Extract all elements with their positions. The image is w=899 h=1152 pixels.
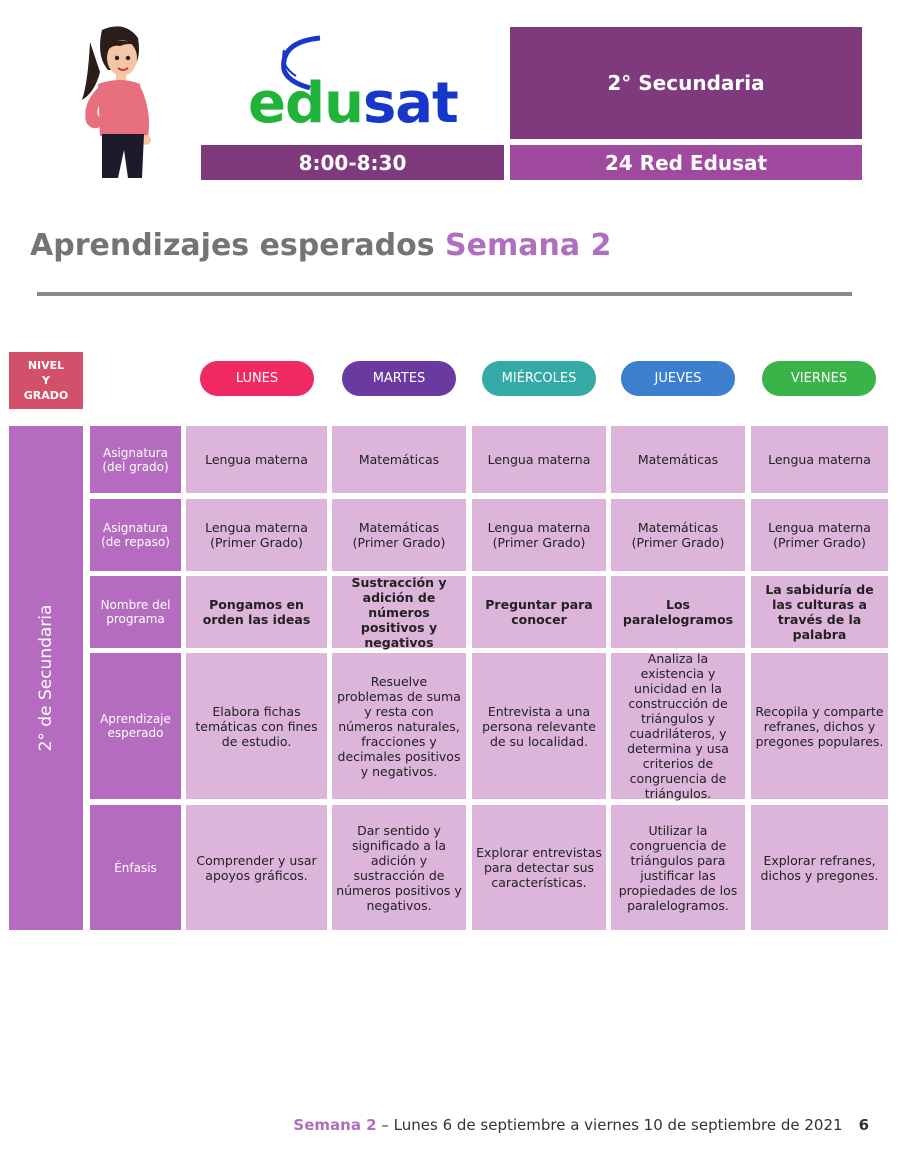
table-cell: Matemáticas (Primer Grado) bbox=[332, 499, 466, 571]
cell-text: Lengua materna (Primer Grado) bbox=[768, 520, 871, 550]
time-header: 8:00-8:30 bbox=[201, 145, 504, 180]
table-cell: Preguntar para conocer bbox=[472, 576, 606, 648]
day-header-0: LUNES bbox=[200, 361, 314, 396]
table-cell: Entrevista a una persona relevante de su… bbox=[472, 653, 606, 799]
cell-text: Lengua materna bbox=[205, 452, 308, 467]
table-cell: Sustracción y adición de números positiv… bbox=[332, 574, 466, 650]
table-cell: Matemáticas bbox=[611, 426, 745, 493]
table-cell: La sabiduría de las culturas a través de… bbox=[751, 576, 888, 648]
title-divider bbox=[37, 292, 852, 296]
table-cell: Pongamos en orden las ideas bbox=[186, 576, 327, 648]
table-cell: Lengua materna (Primer Grado) bbox=[186, 499, 327, 571]
edusat-wordmark: edusat bbox=[248, 76, 459, 132]
row-label-0: Asignatura (del grado) bbox=[90, 426, 181, 493]
table-cell: Dar sentido y significado a la adición y… bbox=[332, 805, 466, 930]
page-title: Aprendizajes esperados Semana 2 bbox=[30, 228, 611, 263]
cell-text: Matemáticas bbox=[358, 452, 440, 467]
cell-text: Utilizar la congruencia de triángulos pa… bbox=[618, 822, 738, 913]
row-label-text: Nombre del programa bbox=[100, 598, 171, 626]
cell-text: Dar sentido y significado a la adición y… bbox=[336, 822, 462, 913]
day-header-3: JUEVES bbox=[621, 361, 735, 396]
table-cell: Lengua materna (Primer Grado) bbox=[472, 499, 606, 571]
cell-text: Elabora fichas temáticas con fines de es… bbox=[195, 703, 318, 749]
table-cell: Lengua materna bbox=[751, 426, 888, 493]
row-label-text: Énfasis bbox=[114, 860, 157, 875]
cell-text: Resuelve problemas de suma y resta con n… bbox=[337, 673, 461, 779]
table-cell: Lengua materna bbox=[186, 426, 327, 493]
channel-header: 24 Red Edusat bbox=[510, 145, 862, 180]
cell-text: Matemáticas bbox=[637, 452, 719, 467]
row-label-text: Asignatura (de repaso) bbox=[101, 521, 170, 549]
level-column: 2° de Secundaria bbox=[9, 426, 83, 930]
row-label-4: Énfasis bbox=[90, 805, 181, 930]
title-accent: Semana 2 bbox=[445, 228, 612, 263]
cell-text: Matemáticas (Primer Grado) bbox=[352, 520, 446, 550]
logo-text-green: edu bbox=[248, 71, 364, 136]
table-cell: Matemáticas bbox=[332, 426, 466, 493]
cell-text: Recopila y comparte refranes, dichos y p… bbox=[755, 703, 884, 749]
girl-illustration bbox=[82, 26, 151, 178]
cell-text: Entrevista a una persona relevante de su… bbox=[482, 703, 596, 749]
footer: Semana 2 – Lunes 6 de septiembre a viern… bbox=[293, 1116, 869, 1134]
edusat-logo: edusat bbox=[240, 30, 460, 140]
table-cell: Analiza la existencia y unicidad en la c… bbox=[611, 651, 745, 801]
cell-text: Comprender y usar apoyos gráficos. bbox=[196, 852, 317, 883]
cell-text: Lengua materna bbox=[768, 452, 871, 467]
cell-text: La sabiduría de las culturas a través de… bbox=[765, 582, 874, 642]
day-header-4: VIERNES bbox=[762, 361, 876, 396]
table-cell: Matemáticas (Primer Grado) bbox=[611, 499, 745, 571]
row-label-3: Aprendizaje esperado bbox=[90, 653, 181, 799]
cell-text: Lengua materna (Primer Grado) bbox=[487, 520, 591, 550]
table-cell: Recopila y comparte refranes, dichos y p… bbox=[751, 653, 888, 799]
footer-range: – Lunes 6 de septiembre a viernes 10 de … bbox=[376, 1116, 843, 1134]
cell-text: Pongamos en orden las ideas bbox=[202, 597, 311, 627]
table-cell: Explorar refranes, dichos y pregones. bbox=[751, 805, 888, 930]
nivel-grado-label: NIVEL Y GRADO bbox=[9, 352, 83, 409]
table-cell: Lengua materna bbox=[472, 426, 606, 493]
table-cell: Los paralelogramos bbox=[611, 576, 745, 648]
table-cell: Utilizar la congruencia de triángulos pa… bbox=[611, 805, 745, 930]
nivel-grado-text: NIVEL Y GRADO bbox=[23, 359, 69, 402]
level-label: 2° de Secundaria bbox=[36, 604, 56, 752]
edusat-logo-swoosh bbox=[281, 35, 321, 91]
table-cell: Comprender y usar apoyos gráficos. bbox=[186, 805, 327, 930]
day-header-1: MARTES bbox=[342, 361, 456, 396]
day-header-2: MIÉRCOLES bbox=[482, 361, 596, 396]
cell-text: Los paralelogramos bbox=[622, 597, 734, 627]
cell-text: Explorar refranes, dichos y pregones. bbox=[760, 852, 879, 883]
cell-text: Preguntar para conocer bbox=[485, 597, 593, 627]
table-cell: Lengua materna (Primer Grado) bbox=[751, 499, 888, 571]
row-label-text: Aprendizaje esperado bbox=[100, 712, 171, 740]
grade-header: 2° Secundaria bbox=[510, 27, 862, 139]
table-cell: Elabora fichas temáticas con fines de es… bbox=[186, 653, 327, 799]
row-label-text: Asignatura (del grado) bbox=[102, 445, 169, 474]
row-label-2: Nombre del programa bbox=[90, 576, 181, 648]
table-cell: Explorar entrevistas para detectar sus c… bbox=[472, 805, 606, 930]
cell-text: Lengua materna bbox=[487, 452, 591, 467]
cell-text: Sustracción y adición de números positiv… bbox=[351, 574, 447, 650]
row-label-1: Asignatura (de repaso) bbox=[90, 499, 181, 571]
cell-text: Explorar entrevistas para detectar sus c… bbox=[476, 845, 602, 890]
cell-text: Matemáticas (Primer Grado) bbox=[631, 520, 725, 550]
cell-text: Analiza la existencia y unicidad en la c… bbox=[627, 651, 729, 801]
title-main: Aprendizajes esperados bbox=[30, 228, 435, 263]
footer-week: Semana 2 bbox=[293, 1116, 377, 1134]
cell-text: Lengua materna (Primer Grado) bbox=[205, 520, 308, 550]
logo-text-blue: sat bbox=[362, 71, 459, 136]
page-number: 6 bbox=[858, 1116, 869, 1134]
table-cell: Resuelve problemas de suma y resta con n… bbox=[332, 653, 466, 799]
